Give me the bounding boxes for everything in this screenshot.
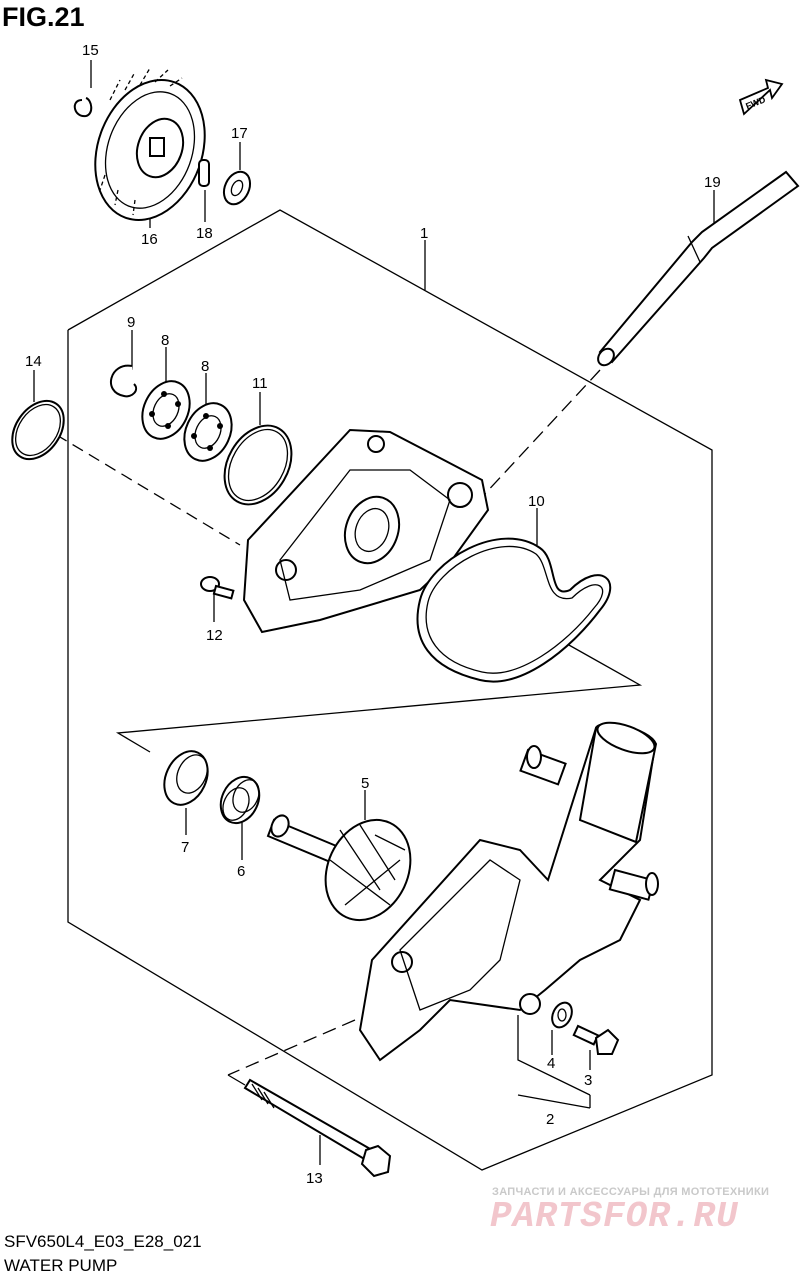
bolt-13-icon	[243, 1078, 392, 1178]
leader-lines	[33, 60, 715, 1165]
fwd-arrow-badge: FWD	[738, 78, 784, 116]
callout-18: 18	[196, 225, 213, 242]
assembly-outline	[67, 209, 713, 1171]
callout-5: 5	[361, 775, 369, 792]
washer-17-icon	[222, 170, 252, 206]
dowel-pin-18-icon	[198, 159, 210, 187]
callout-17: 17	[231, 125, 248, 142]
o-ring-14-icon	[11, 399, 65, 461]
oil-seal-7-icon	[163, 750, 209, 806]
bearing-8a-icon	[141, 380, 191, 440]
bearing-8b-icon	[183, 402, 233, 462]
callout-1: 1	[420, 225, 428, 242]
callout-3: 3	[584, 1072, 592, 1089]
figure-title: FIG.21	[2, 2, 85, 32]
washer-4-icon	[551, 1001, 573, 1029]
callout-6: 6	[237, 863, 245, 880]
callout-11: 11	[252, 375, 268, 392]
callout-4: 4	[547, 1055, 555, 1072]
circlip-9-icon	[110, 364, 138, 398]
bolt-3-icon	[572, 1024, 620, 1055]
watermark-tagline: ЗАПЧАСТИ И АКСЕССУАРЫ ДЛЯ МОТОТЕХНИКИ	[492, 1186, 770, 1198]
section-name: WATER PUMP	[4, 1256, 118, 1275]
callout-numbers: 1 2 3 4 5 6 7 8 8 9 10 11 12 13 14 15 16…	[25, 42, 721, 1187]
impeller-5-icon	[266, 814, 412, 922]
callout-8a: 8	[161, 332, 169, 349]
callout-15: 15	[82, 42, 99, 59]
circlip-15-icon	[73, 97, 93, 118]
callout-14: 14	[25, 353, 42, 370]
pump-gear-16-icon	[94, 67, 206, 221]
callout-19: 19	[704, 174, 721, 191]
diagram-code: SFV650L4_E03_E28_021	[4, 1232, 202, 1251]
callout-13: 13	[306, 1170, 323, 1187]
gasket-10-icon	[416, 537, 612, 683]
pump-body-icon	[358, 721, 659, 1062]
bolt-12-icon	[200, 576, 235, 600]
callout-10: 10	[528, 493, 545, 510]
mechanical-seal-6-icon	[219, 775, 261, 825]
hose-19-icon	[597, 170, 800, 367]
callout-2: 2	[546, 1111, 554, 1128]
watermark-logo: PARTSFOR.RU	[490, 1196, 739, 1237]
callout-16: 16	[141, 231, 158, 248]
o-ring-11-icon	[223, 424, 293, 506]
callout-9: 9	[127, 314, 135, 331]
pump-cover-icon	[242, 428, 490, 634]
callout-8b: 8	[201, 358, 209, 375]
callout-12: 12	[206, 627, 223, 644]
callout-7: 7	[181, 839, 189, 856]
